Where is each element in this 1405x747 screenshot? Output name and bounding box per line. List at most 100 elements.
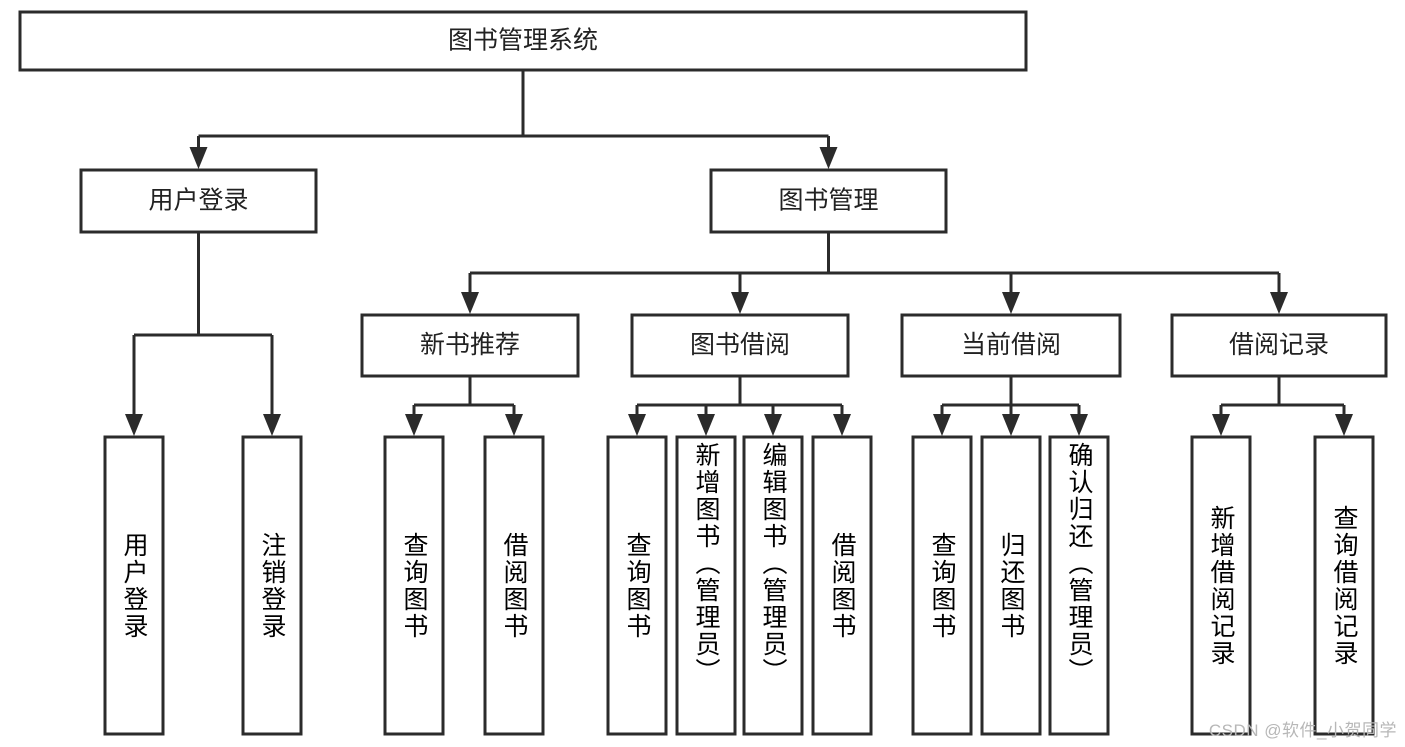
node-box-l5 [606, 435, 668, 736]
arrow-head-l1 [125, 414, 143, 436]
node-label-wrap-l11: 确认归还（管理员） [1051, 438, 1107, 733]
arrow-head-newbook [461, 292, 479, 314]
node-box-l4 [483, 435, 545, 736]
node-label-newbook: 新书推荐 [420, 331, 520, 359]
node-label-holder-l8: 借阅图书 [814, 438, 870, 733]
node-box-l7 [742, 435, 804, 736]
node-box-borrow [630, 313, 850, 378]
node-label-holder-l6: 新增图书（管理员） [678, 438, 734, 733]
node-layer: 图书管理系统用户登录图书管理新书推荐图书借阅当前借阅借阅记录用户登录注销登录查询… [18, 10, 1388, 736]
arrow-head-login [189, 147, 208, 169]
node-label-records: 借阅记录 [1229, 331, 1329, 359]
node-label-wrap-l5: 查询图书 [609, 438, 665, 733]
node-l13[interactable]: 查询借阅记录 [1313, 435, 1375, 736]
node-label-wrap-l8: 借阅图书 [814, 438, 870, 733]
node-label-wrap-l1: 用户登录 [106, 438, 162, 733]
arrow-head-l12 [1212, 414, 1230, 436]
node-l1[interactable]: 用户登录 [103, 435, 165, 736]
node-box-login [79, 168, 318, 234]
node-l7[interactable]: 编辑图书（管理员） [742, 435, 804, 736]
node-label-l1: 用户登录 [120, 531, 148, 640]
node-label-wrap-l10: 归还图书 [983, 438, 1039, 733]
node-l12[interactable]: 新增借阅记录 [1190, 435, 1252, 736]
node-box-l10 [980, 435, 1042, 736]
node-l5[interactable]: 查询图书 [606, 435, 668, 736]
node-label-l11: 确认归还（管理员） [1065, 442, 1093, 685]
node-box-l12 [1190, 435, 1252, 736]
node-l2[interactable]: 注销登录 [241, 435, 303, 736]
arrow-head-l10 [1002, 414, 1020, 436]
node-box-root [18, 10, 1028, 72]
node-label-wrap-l9: 查询图书 [914, 438, 970, 733]
node-box-bookmgmt [709, 168, 948, 234]
node-label-holder-l12: 新增借阅记录 [1193, 438, 1249, 733]
node-l9[interactable]: 查询图书 [911, 435, 973, 736]
node-box-l13 [1313, 435, 1375, 736]
node-l11[interactable]: 确认归还（管理员） [1048, 435, 1110, 736]
node-newbook[interactable]: 新书推荐 [360, 313, 580, 378]
node-label-l7: 编辑图书（管理员） [759, 442, 787, 685]
node-l4[interactable]: 借阅图书 [483, 435, 545, 736]
node-l3[interactable]: 查询图书 [383, 435, 445, 736]
arrow-head-borrow [731, 292, 749, 314]
node-label-holder-l7: 编辑图书（管理员） [745, 438, 801, 733]
node-box-newbook [360, 313, 580, 378]
node-box-current [900, 313, 1122, 378]
node-label-borrow: 图书借阅 [690, 331, 790, 359]
node-box-l8 [811, 435, 873, 736]
arrow-head-l3 [405, 414, 423, 436]
node-l10[interactable]: 归还图书 [980, 435, 1042, 736]
node-label-holder-l4: 借阅图书 [486, 438, 542, 733]
node-label-wrap-l6: 新增图书（管理员） [678, 438, 734, 733]
node-label-root: 图书管理系统 [448, 27, 598, 55]
node-label-l2: 注销登录 [258, 531, 286, 640]
node-label-l5: 查询图书 [623, 531, 651, 640]
node-label-bookmgmt: 图书管理 [778, 187, 878, 215]
node-records[interactable]: 借阅记录 [1170, 313, 1388, 378]
node-label-l3: 查询图书 [400, 531, 428, 640]
node-borrow[interactable]: 图书借阅 [630, 313, 850, 378]
connector-layer [125, 70, 1353, 436]
node-label-wrap-l2: 注销登录 [244, 438, 300, 733]
node-label-holder-l11: 确认归还（管理员） [1051, 438, 1107, 733]
node-label-holder-l3: 查询图书 [386, 438, 442, 733]
node-box-l9 [911, 435, 973, 736]
arrow-head-l4 [505, 414, 523, 436]
node-label-holder-l9: 查询图书 [914, 438, 970, 733]
node-label-holder-l1: 用户登录 [106, 438, 162, 733]
node-root[interactable]: 图书管理系统 [18, 10, 1028, 72]
node-box-l1 [103, 435, 165, 736]
node-label-l4: 借阅图书 [500, 531, 528, 640]
node-label-login: 用户登录 [148, 187, 248, 215]
node-label-wrap-l13: 查询借阅记录 [1316, 438, 1372, 733]
node-label-l8: 借阅图书 [828, 531, 856, 640]
node-label-holder-l5: 查询图书 [609, 438, 665, 733]
node-label-holder-l13: 查询借阅记录 [1316, 438, 1372, 733]
node-l8[interactable]: 借阅图书 [811, 435, 873, 736]
arrow-head-records [1270, 292, 1288, 314]
arrow-head-l8 [833, 414, 851, 436]
node-label-l6: 新增图书（管理员） [692, 442, 720, 685]
node-label-wrap-l7: 编辑图书（管理员） [745, 438, 801, 733]
node-box-l3 [383, 435, 445, 736]
node-bookmgmt[interactable]: 图书管理 [709, 168, 948, 234]
node-label-wrap-l4: 借阅图书 [486, 438, 542, 733]
node-label-l12: 新增借阅记录 [1207, 504, 1235, 667]
node-current[interactable]: 当前借阅 [900, 313, 1122, 378]
arrow-head-l6 [697, 414, 715, 436]
node-label-current: 当前借阅 [961, 331, 1061, 359]
node-box-l2 [241, 435, 303, 736]
arrow-head-l5 [628, 414, 646, 436]
node-login[interactable]: 用户登录 [79, 168, 318, 234]
arrow-head-l11 [1070, 414, 1088, 436]
arrow-head-l9 [933, 414, 951, 436]
node-label-l13: 查询借阅记录 [1330, 504, 1358, 667]
arrow-head-bookmgmt [819, 147, 838, 169]
node-box-l11 [1048, 435, 1110, 736]
arrow-head-l13 [1335, 414, 1353, 436]
arrow-head-current [1002, 292, 1020, 314]
node-label-holder-l2: 注销登录 [244, 438, 300, 733]
node-label-wrap-l3: 查询图书 [386, 438, 442, 733]
node-label-wrap-l12: 新增借阅记录 [1193, 438, 1249, 733]
node-l6[interactable]: 新增图书（管理员） [675, 435, 737, 736]
